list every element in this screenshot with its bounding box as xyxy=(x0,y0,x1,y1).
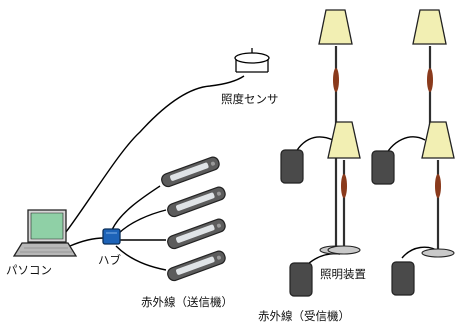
laptop-icon xyxy=(12,209,78,257)
ir-receiver-2-icon xyxy=(371,150,395,185)
ir-transmitter-3 xyxy=(167,218,226,250)
ir-transmitter-1 xyxy=(161,156,220,188)
light-sensor-icon xyxy=(234,48,270,73)
label-ir-receiver: 赤外線（受信機） xyxy=(258,309,350,323)
cable-hub-tx1 xyxy=(111,185,161,231)
ir-transmitter-2 xyxy=(167,186,226,218)
label-lighting: 照明装置 xyxy=(320,267,366,281)
ir-receiver-4-icon xyxy=(391,261,415,296)
ir-transmitter-4 xyxy=(167,250,226,282)
lamp-2-icon xyxy=(412,9,447,150)
ir-receiver-3-icon xyxy=(289,262,313,297)
lamp-3-icon xyxy=(327,121,361,255)
cable-pc-sensor xyxy=(65,75,245,233)
lamp-4-icon xyxy=(421,121,455,258)
cable-hub-tx2 xyxy=(117,209,167,235)
cable-hub-tx4 xyxy=(115,245,167,271)
hub-icon xyxy=(102,228,121,245)
label-ir-transmitter: 赤外線（送信機） xyxy=(141,295,233,309)
label-hub: ハブ xyxy=(98,253,121,267)
label-pc: パソコン xyxy=(6,263,52,277)
cable-pc-hub xyxy=(69,237,105,247)
label-light-sensor: 照度センサ xyxy=(221,92,279,106)
ir-receiver-1-icon xyxy=(280,149,304,184)
